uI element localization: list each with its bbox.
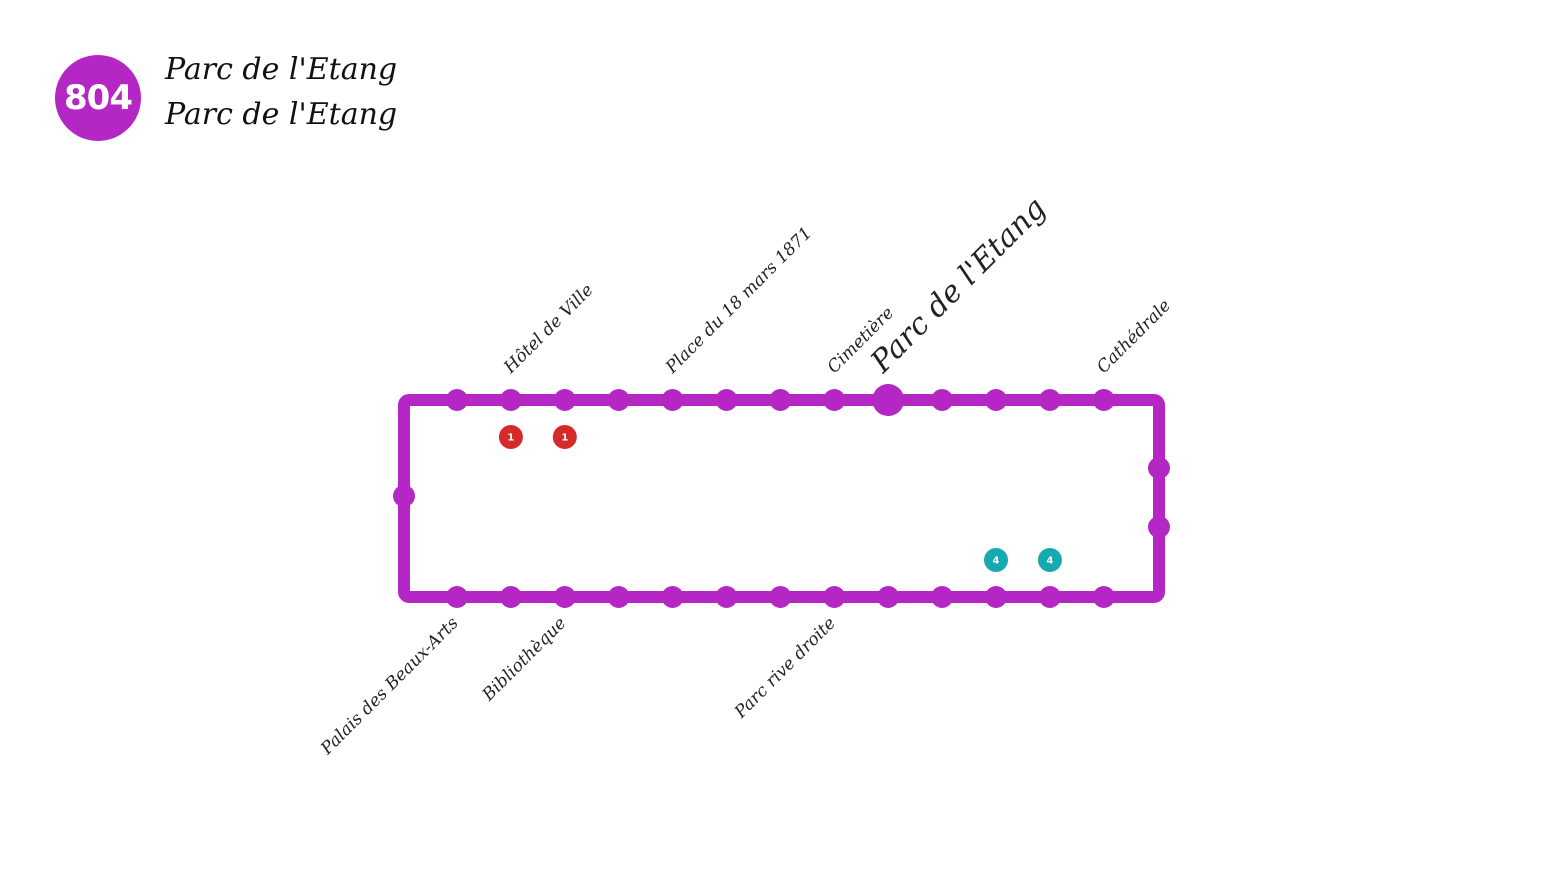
stop-marker <box>877 586 900 608</box>
stop-label: Hôtel de Ville <box>500 280 598 378</box>
stop-marker <box>1038 586 1061 608</box>
stop-label: Palais des Beaux-Arts <box>316 613 462 759</box>
stop-marker <box>1092 586 1115 608</box>
svg-text:4: 4 <box>1046 556 1053 567</box>
stop-marker <box>1148 516 1170 538</box>
stop-marker <box>985 586 1007 608</box>
stop-marker <box>553 389 576 411</box>
stop-marker <box>715 586 738 608</box>
stop-label: Place du 18 mars 1871 <box>661 223 816 378</box>
stop-marker <box>931 389 954 411</box>
connection-badge: 1 <box>552 425 577 449</box>
stop-marker <box>715 389 738 411</box>
svg-text:1: 1 <box>507 433 514 444</box>
stop-label: Bibliothèque <box>478 613 570 705</box>
connection-badge: 1 <box>498 425 523 449</box>
svg-text:4: 4 <box>993 556 1000 567</box>
stop-marker <box>931 586 954 608</box>
stop-marker <box>985 389 1007 411</box>
stop-marker <box>499 586 522 608</box>
stop-marker <box>553 586 576 608</box>
stop-marker <box>661 586 684 608</box>
stop-marker <box>1092 389 1115 411</box>
stop-marker <box>1148 457 1170 479</box>
connection-badge: 4 <box>1037 548 1062 572</box>
stop-marker <box>769 586 792 608</box>
stop-marker <box>499 389 522 411</box>
stop-label: Parc de l'Etang <box>863 191 1053 381</box>
stop-marker <box>823 389 846 411</box>
stop-marker <box>607 586 630 608</box>
stop-label: Parc rive droite <box>730 613 840 723</box>
stop-marker <box>769 389 792 411</box>
destination-label-2: Parc de l'Etang <box>165 97 398 132</box>
svg-text:1: 1 <box>561 433 568 444</box>
stop-marker <box>393 485 415 507</box>
stop-marker <box>446 389 468 411</box>
stop-marker <box>607 389 630 411</box>
stop-marker <box>823 586 846 608</box>
stop-marker <box>1038 389 1061 411</box>
destination-label-1: Parc de l'Etang <box>165 52 398 87</box>
stop-marker <box>661 389 684 411</box>
route-number-badge: 804 <box>55 55 141 141</box>
connection-badge: 4 <box>984 548 1008 572</box>
terminus-stop-marker <box>872 384 905 416</box>
stop-marker <box>446 586 468 608</box>
stop-label: Cathédrale <box>1093 296 1175 378</box>
